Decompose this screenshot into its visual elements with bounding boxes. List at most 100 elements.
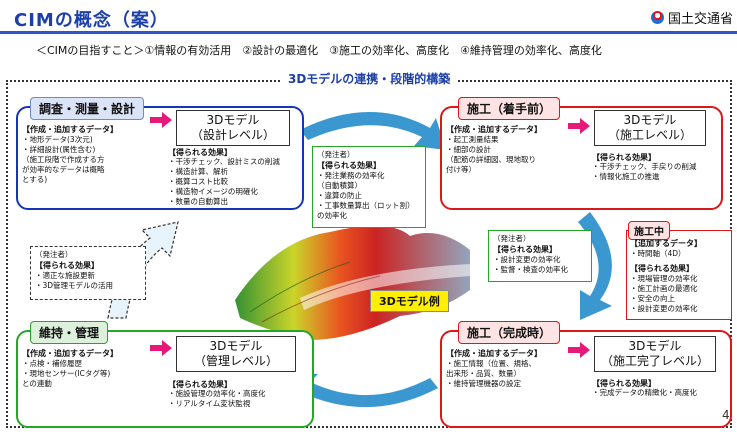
maintenance-data-list: ・点検・補修履歴 ・現地センサー(ICタグ等) との連動 [22,359,110,389]
list-item: ・概算コスト比較 [168,177,228,186]
model-level: （施工レベル） [607,128,692,142]
list-item: ・施工情報（位置、規格、 [446,359,536,368]
maintenance-effect-label: 【得られる効果】 [168,380,232,389]
start-data-label: 【作成・追加するデータ】 [446,125,542,134]
orderer-role: （発注者） [317,150,355,159]
list-item: ・情報化施工の推進 [592,172,660,181]
maintenance-tab: 維持・管理 [30,321,109,344]
start-data-list: ・起工測量結果 ・細部の設計 （配筋の詳細図、現地取り 付け等） [446,135,536,175]
arrow-survey-to-start [300,111,446,150]
list-item: ・設計変更の効率化 [630,304,698,313]
list-item: ・完成データの精緻化・高度化 [592,388,697,397]
list-item: ・数量の自動算出 [168,197,228,206]
model-title: 3Dモデル [628,339,682,353]
done-data-label: 【作成・追加するデータ】 [446,349,542,358]
done-data-list: ・施工情報（位置、規格、 出来形・品質、数量） ・維持管理機器の設定 [446,359,536,389]
list-item: ・工事数量算出（ロット割） [317,201,415,210]
ministry-label: 国土交通省 [650,8,733,27]
mid-effect-label: 【得られる効果】 [630,264,694,273]
list-item: ・リアルタイム変状監視 [168,399,251,408]
survey-data-list: ・地形データ(3次元) ・詳細設計(属性含む) （施工段階で作成する方 が効率的… [22,135,105,185]
start-model-box: 3Dモデル （施工レベル） [594,110,706,146]
survey-model-box: 3Dモデル （設計レベル） [176,110,290,146]
list-item: 付け等） [446,165,476,174]
title-rule [0,31,737,34]
mid-data-label: 【追加するデータ】 [630,239,702,248]
list-item: ・点検・補修履歴 [22,359,82,368]
list-item: ・施工計画の最適化 [630,284,698,293]
mid-content: 【追加するデータ】 ・時間軸（4D） 【得られる効果】 ・現場管理の効率化 ・施… [630,238,702,314]
construction-start-tab: 施工（着手前） [458,97,561,120]
model-title: 3Dモデル [206,113,260,127]
list-item: の効率化 [317,211,347,220]
maintenance-data-label: 【作成・追加するデータ】 [22,349,118,358]
model-level: （設計レベル） [190,128,275,142]
list-item: ・維持管理機器の設定 [446,379,521,388]
orderer-left-box: （発注者） 【得られる効果】 ・適正な施設更新 ・3D管理モデルの活用 [30,246,146,300]
list-item: ・地形データ(3次元) [22,135,93,144]
pink-arrow-icon [150,340,172,356]
ministry-name: 国土交通省 [667,12,733,27]
maintenance-model-box: 3Dモデル （管理レベル） [176,336,296,372]
list-item: ・干渉チェック、手戻りの削減 [592,162,697,171]
start-effect-list: ・干渉チェック、手戻りの削減 ・情報化施工の推進 [592,162,696,182]
list-item: が効率的なデータは概略 [22,165,105,174]
center-label: 3Dモデルの連携・段階的構築 [282,70,457,87]
survey-design-tab: 調査・測量・設計 [30,97,145,120]
list-item: ・構造物イメージの明確化 [168,187,258,196]
list-item: ・時間軸（4D） [630,249,686,258]
list-item: （配筋の詳細図、現地取り [446,155,536,164]
survey-effect-label: 【得られる効果】 [168,148,232,157]
model-level: （管理レベル） [193,354,278,368]
orderer-effect-label: 【得られる効果】 [35,261,99,270]
model-3d-terrain [235,225,470,340]
pink-arrow-icon [150,112,172,128]
survey-effect-list: ・干渉チェック、設計ミスの削減 ・構造計算、解析 ・概算コスト比較 ・構造物イメ… [168,157,280,207]
model-example-label: 3Dモデル例 [370,290,449,312]
orderer-effect-label: 【得られる効果】 [317,161,381,170]
list-item: ・起工測量結果 [446,135,499,144]
list-item: ・違算の防止 [317,191,362,200]
orderer-role: （発注者） [493,234,531,243]
list-item: ・監督・検査の効率化 [493,265,568,274]
list-item: ・構造計算、解析 [168,167,228,176]
construction-mid-tab: 施工中 [628,221,670,240]
done-effect-label: 【得られる効果】 [592,379,656,388]
arrow-start-to-done [578,212,612,320]
orderer-top-box: （発注者） 【得られる効果】 ・発注業務の効率化 （自動積算） ・違算の防止 ・… [312,146,426,228]
model-title: 3Dモデル [209,339,263,353]
done-model-box: 3Dモデル （施工完了レベル） [594,336,716,372]
list-item: （施工段階で作成する方 [22,155,105,164]
list-item: ・施設管理の効率化・高度化 [168,389,266,398]
list-item: ・干渉チェック、設計ミスの削減 [168,157,280,166]
list-item: 出来形・品質、数量） [446,369,521,378]
list-item: ・細部の設計 [446,145,491,154]
model-level: （施工完了レベル） [600,354,709,368]
arrow-done-to-maintenance [286,372,438,408]
construction-done-tab: 施工（完成時） [458,321,561,344]
list-item: ・3D管理モデルの活用 [35,281,114,290]
orderer-role: （発注者） [35,250,73,259]
list-item: とする) [22,175,48,184]
survey-data-label: 【作成・追加するデータ】 [22,125,118,134]
list-item: ・適正な施設更新 [35,271,95,280]
done-effect-list: ・完成データの精緻化・高度化 [592,388,697,398]
start-effect-label: 【得られる効果】 [592,153,656,162]
list-item: ・詳細設計(属性含む) [22,145,96,154]
list-item: ・現地センサー(ICタグ等) [22,369,111,378]
list-item: （自動積算） [317,181,362,190]
list-item: ・安全の向上 [630,294,675,303]
pink-arrow-icon [568,342,590,358]
list-item: ・発注業務の効率化 [317,171,385,180]
page-title: CIMの概念（案） [14,10,169,31]
goals-text: ＜CIMの目指すこと＞①情報の有効活用 ②設計の最適化 ③施工の効率化、高度化 … [36,44,602,57]
page-number: 4 [722,408,730,422]
list-item: ・現場管理の効率化 [630,274,698,283]
pink-arrow-icon [568,118,590,134]
ministry-logo-icon [650,11,664,24]
orderer-effect-label: 【得られる効果】 [493,245,557,254]
orderer-mid-box: （発注者） 【得られる効果】 ・設計変更の効率化 ・監督・検査の効率化 [488,230,592,282]
maintenance-effect-list: ・施設管理の効率化・高度化 ・リアルタイム変状監視 [168,389,266,409]
list-item: との連動 [22,379,52,388]
construction-mid-box [626,230,732,320]
